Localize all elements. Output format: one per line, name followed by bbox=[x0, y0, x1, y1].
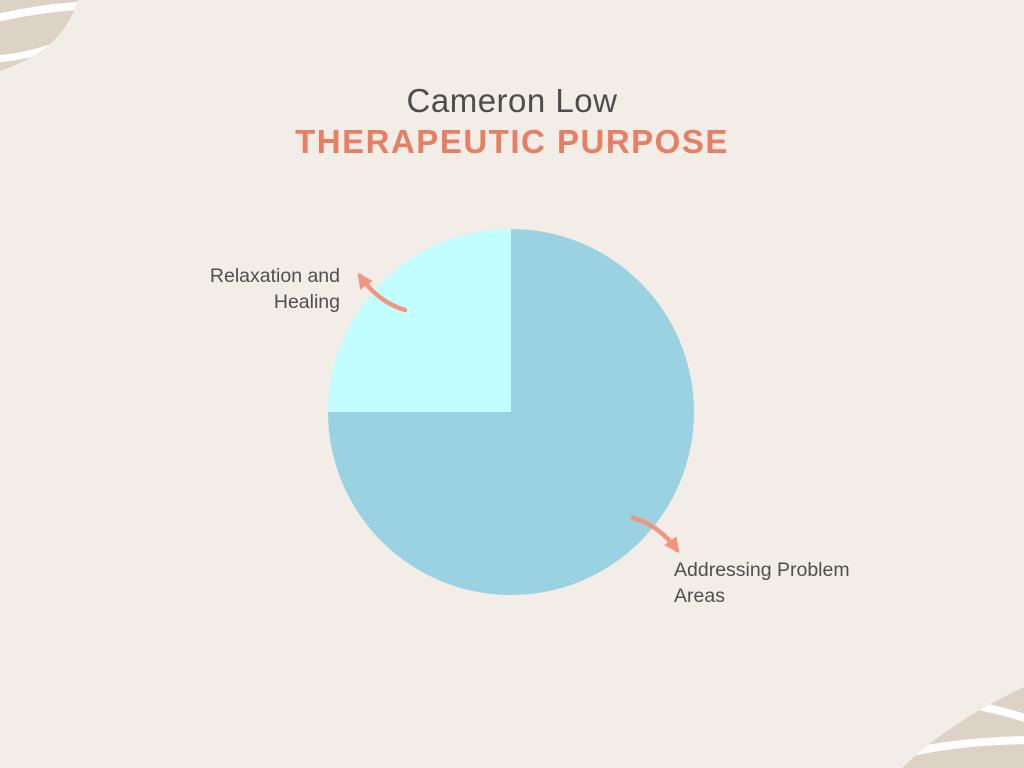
leaf-decoration-top-left-icon bbox=[0, 0, 78, 71]
arrow-to-relaxation-label-icon bbox=[357, 272, 408, 313]
page-subtitle: THERAPEUTIC PURPOSE bbox=[295, 123, 729, 160]
page-title: Cameron Low bbox=[406, 82, 618, 119]
pie-chart bbox=[328, 229, 694, 595]
slice-label-addressing-problem-areas: Addressing Problem Areas bbox=[674, 559, 850, 607]
arrow-to-addressing-label-icon bbox=[630, 515, 680, 554]
pie-slice-relaxation-and-healing bbox=[328, 229, 511, 412]
slice-label-relaxation-and-healing: Relaxation and Healing bbox=[209, 265, 340, 313]
leaf-decoration-bottom-right-icon bbox=[902, 686, 1024, 768]
